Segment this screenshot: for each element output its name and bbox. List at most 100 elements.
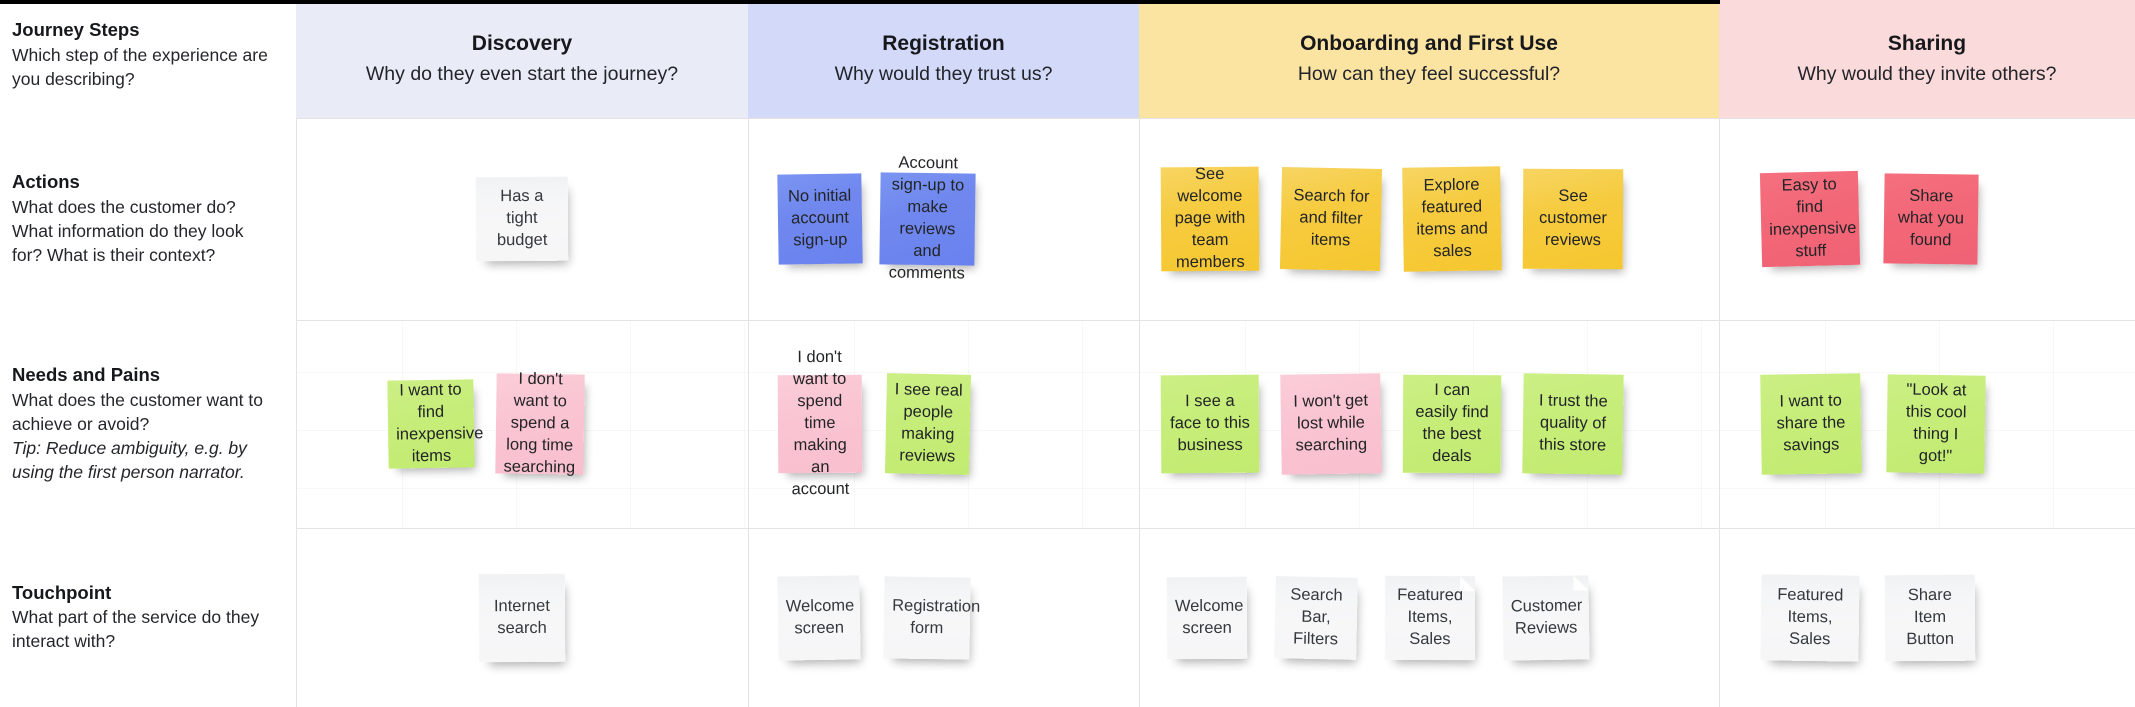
row-label-description: What does the customer do? What informat… <box>12 196 244 265</box>
note-text: See customer reviews <box>1539 187 1607 250</box>
note-text: Featured Items, Sales <box>1777 585 1844 648</box>
note-text: No initial account sign-up <box>787 186 852 250</box>
sticky-note[interactable]: Share what you found <box>1883 173 1979 265</box>
sticky-note[interactable]: I want to share the savings <box>1760 373 1862 475</box>
sticky-note[interactable]: "Look at this cool thing I got!" <box>1886 374 1986 474</box>
note-text: I don't want to spend time making an acc… <box>791 348 850 499</box>
column-title: Onboarding and First Use <box>1300 32 1558 56</box>
cell-actions-onboarding: See welcome page with team members Searc… <box>1139 118 1719 320</box>
note-text: Easy to find inexpensive stuff <box>1769 175 1857 261</box>
column-header-sharing[interactable]: Sharing Why would they invite others? <box>1719 0 2135 118</box>
sticky-note[interactable]: See customer reviews <box>1522 168 1624 270</box>
row-label-title: Needs and Pains <box>12 364 161 386</box>
sticky-note[interactable]: I trust the quality of this store <box>1522 373 1624 475</box>
row-label-title: Actions <box>12 171 80 193</box>
note-text: Search for and filter items <box>1293 186 1370 250</box>
column-header-onboarding-and-first-use[interactable]: Onboarding and First Use How can they fe… <box>1139 0 1719 118</box>
note-text: See welcome page with team members <box>1174 165 1246 272</box>
sticky-note[interactable]: Account sign-up to make reviews and comm… <box>879 154 976 282</box>
note-text: Account sign-up to make reviews and comm… <box>888 153 965 283</box>
column-title: Registration <box>882 32 1005 56</box>
row-divider <box>296 528 2135 529</box>
cell-needs-sharing: I want to share the savings "Look at thi… <box>1719 320 2135 528</box>
sticky-note[interactable]: Share Item Button <box>1884 574 1976 661</box>
row-label-description: What part of the service do they interac… <box>12 607 260 652</box>
note-text: Search Bar, Filters <box>1290 585 1343 648</box>
column-title: Discovery <box>471 32 573 56</box>
cell-touchpoint-discovery: Internet search <box>296 528 748 707</box>
sticky-note[interactable]: Featured Items, Sales <box>1760 573 1860 662</box>
column-header-discovery[interactable]: Discovery Why do they even start the jou… <box>296 0 748 118</box>
note-text: Share Item Button <box>1906 585 1955 648</box>
row-label-title: Journey Steps <box>12 19 140 40</box>
note-text: Welcome screen <box>1174 596 1244 637</box>
note-text: Has a tight budget <box>496 186 548 250</box>
note-text: I want to find inexpensive items <box>396 380 484 466</box>
sticky-note[interactable]: See welcome page with team members <box>1160 165 1260 272</box>
row-label-touchpoint: Touchpoint What part of the service do t… <box>0 528 296 707</box>
sticky-note[interactable]: Easy to find inexpensive stuff <box>1759 170 1861 268</box>
cell-needs-discovery: I want to find inexpensive items I don't… <box>296 320 748 528</box>
column-divider <box>1719 118 1720 707</box>
note-text: Registration form <box>892 596 981 637</box>
journey-steps-header-row: Journey Steps Which step of the experien… <box>0 0 2135 118</box>
sticky-note[interactable]: I see real people making reviews <box>884 373 972 475</box>
column-subtitle: Why do they even start the journey? <box>365 63 679 86</box>
actions-row: Actions What does the customer do? What … <box>0 118 2135 320</box>
cell-actions-sharing: Easy to find inexpensive stuff Share wha… <box>1719 118 2135 320</box>
note-text: Customer Reviews <box>1510 595 1583 637</box>
row-label-journey-steps: Journey Steps Which step of the experien… <box>0 0 296 118</box>
column-title: Sharing <box>1887 32 1967 56</box>
cell-actions-discovery: Has a tight budget <box>296 118 748 320</box>
sticky-note[interactable]: I can easily find the best deals <box>1402 374 1502 474</box>
column-subtitle: How can they feel successful? <box>1297 63 1561 86</box>
sticky-note[interactable]: I want to find inexpensive items <box>387 379 484 469</box>
cell-touchpoint-onboarding: Welcome screen Search Bar, Filters Featu… <box>1139 528 1719 707</box>
cell-touchpoint-registration: Welcome screen Registration form <box>748 528 1139 707</box>
cell-needs-registration: I don't want to spend time making an acc… <box>748 320 1139 528</box>
sticky-note[interactable]: I don't want to spend a long time search… <box>495 370 585 476</box>
note-text: I see real people making reviews <box>894 380 963 466</box>
note-text: "Look at this cool thing I got!" <box>1905 380 1967 466</box>
needs-and-pains-row: Needs and Pains What does the customer w… <box>0 320 2135 528</box>
sticky-note[interactable]: Explore featured items and sales <box>1402 166 1502 272</box>
touchpoint-row: Touchpoint What part of the service do t… <box>0 528 2135 707</box>
column-divider <box>1139 118 1140 707</box>
sticky-note[interactable]: Search Bar, Filters <box>1274 575 1358 660</box>
cell-actions-registration: No initial account sign-up Account sign-… <box>748 118 1139 320</box>
sticky-note[interactable]: I see a face to this business <box>1160 374 1260 474</box>
note-text: I can easily find the best deals <box>1415 381 1489 466</box>
note-text: I see a face to this business <box>1170 391 1250 455</box>
sticky-note[interactable]: Search for and filter items <box>1279 166 1383 272</box>
row-divider <box>296 118 2135 119</box>
sticky-note[interactable]: No initial account sign-up <box>777 173 863 265</box>
note-text: Share what you found <box>1897 186 1965 250</box>
sticky-note[interactable]: Registration form <box>883 575 981 660</box>
sticky-note[interactable]: Featured Items, Sales <box>1384 575 1476 660</box>
sticky-note[interactable]: Internet search <box>478 573 566 662</box>
row-label-actions: Actions What does the customer do? What … <box>0 118 296 320</box>
row-label-needs-and-pains: Needs and Pains What does the customer w… <box>0 320 296 528</box>
sticky-note[interactable]: Customer Reviews <box>1502 574 1590 661</box>
note-text: Explore featured items and sales <box>1416 175 1489 261</box>
note-text: I won't get lost while searching <box>1293 391 1369 455</box>
cell-needs-onboarding: I see a face to this business I won't ge… <box>1139 320 1719 528</box>
row-label-tip: Tip: Reduce ambiguity, e.g. by using the… <box>12 437 247 482</box>
note-text: Welcome screen <box>785 596 855 637</box>
row-label-description: What does the customer want to achieve o… <box>12 389 263 434</box>
row-label-title: Touchpoint <box>12 581 112 603</box>
sticky-note[interactable]: I don't want to spend time making an acc… <box>777 348 863 498</box>
note-text: Featured Items, Sales <box>1397 585 1464 648</box>
sticky-note[interactable]: Welcome screen <box>1166 576 1248 659</box>
row-label-description: Which step of the experience are you des… <box>12 44 268 89</box>
column-divider <box>296 118 297 707</box>
row-divider <box>296 320 2135 321</box>
sticky-note[interactable]: Has a tight budget <box>475 176 569 262</box>
sticky-note[interactable]: I won't get lost while searching <box>1280 373 1382 475</box>
top-rule-divider <box>0 0 1720 4</box>
note-text: I want to share the savings <box>1776 391 1846 455</box>
column-header-registration[interactable]: Registration Why would they trust us? <box>748 0 1139 118</box>
note-text: I don't want to spend a long time search… <box>503 369 576 477</box>
sticky-note[interactable]: Welcome screen <box>777 574 861 661</box>
